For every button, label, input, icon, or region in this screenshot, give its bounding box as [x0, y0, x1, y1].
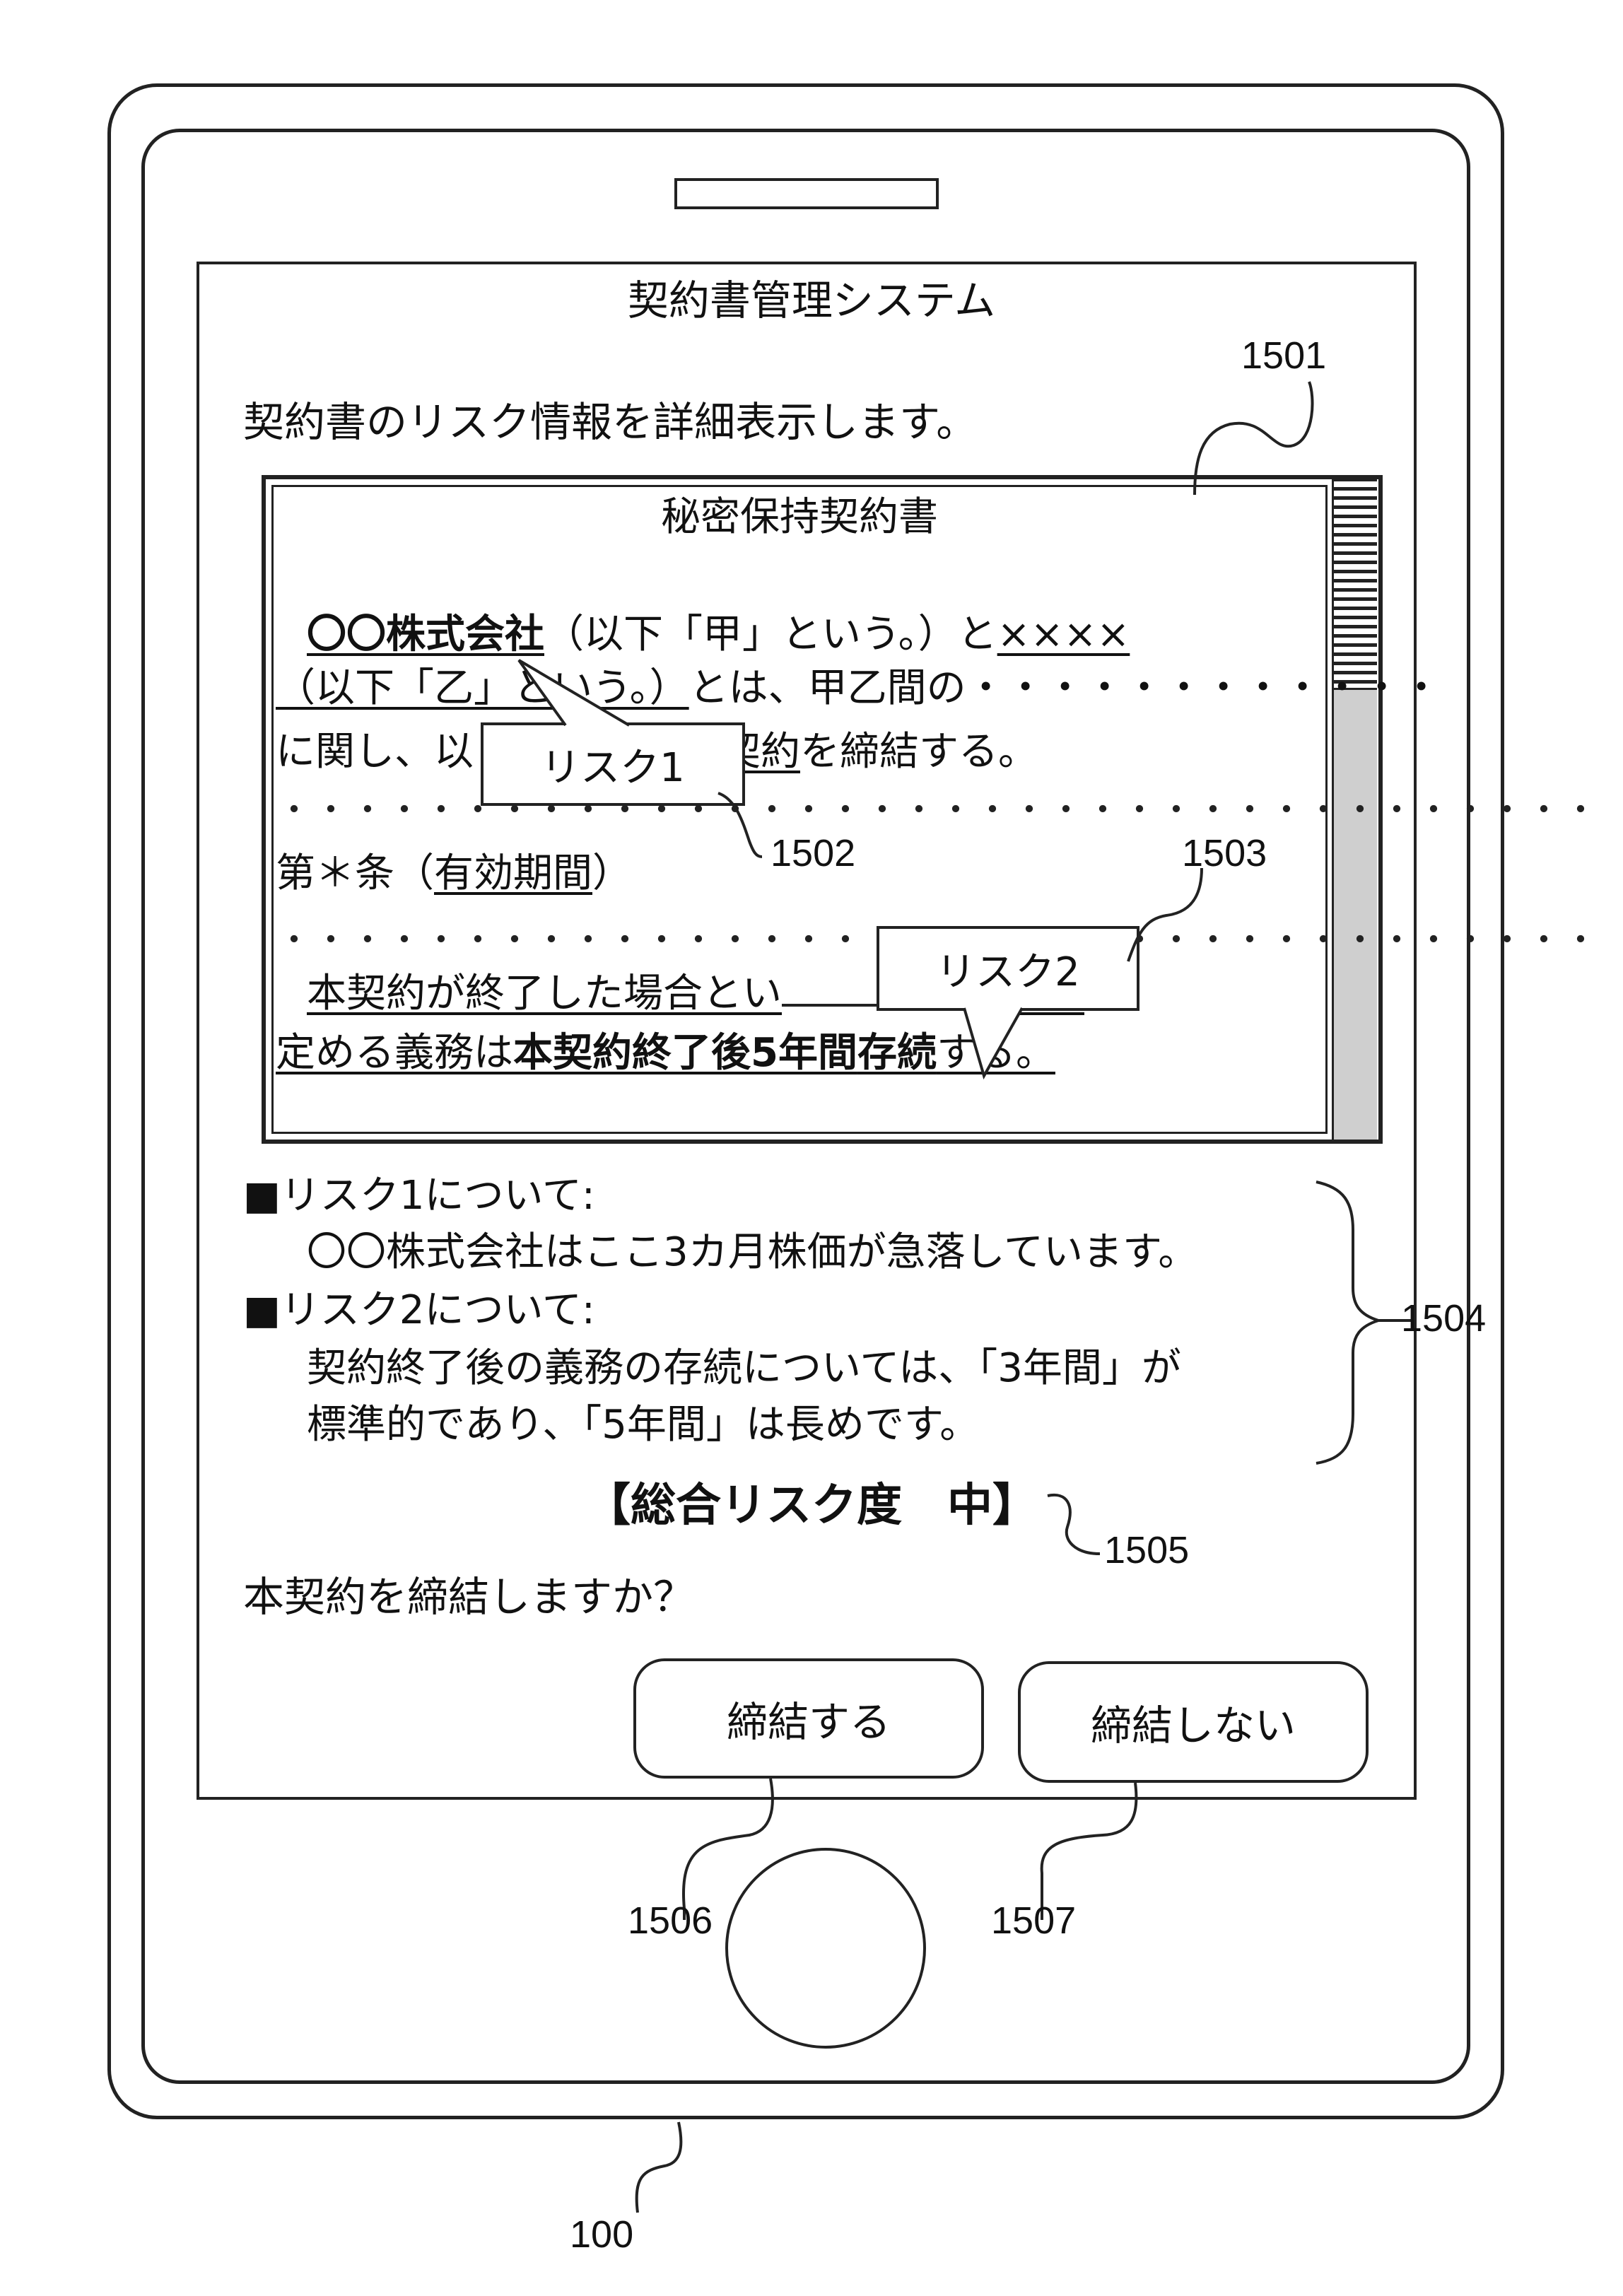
line5-survival: 存続 — [857, 1030, 937, 1076]
app-title: 契約書管理システム — [627, 276, 996, 324]
line4-text-a: 本契約が終了した場合とい — [307, 971, 782, 1017]
risk-1-detail: 〇〇株式会社はここ3カ月株価が急落しています。 — [307, 1229, 1198, 1275]
risk-2-detail-line-1: 契約終了後の義務の存続については、「3年間」が — [307, 1345, 1181, 1391]
line2-underlined: （以下「乙」という。） — [276, 665, 689, 711]
ref-1507: 1507 — [991, 1899, 1077, 1942]
decline-button[interactable]: 締結しない — [1018, 1661, 1369, 1783]
article-title: 有効期間 — [434, 850, 592, 896]
document-line-5: 定める義務は本契約終了後5年間存続する。 — [276, 1033, 1055, 1073]
ref-1501: 1501 — [1241, 334, 1327, 377]
line3-text-a: に関し、以 — [276, 729, 474, 775]
line3-text-b: を締結する。 — [800, 729, 1038, 775]
risk-2-detail-line-2: 標準的であり、「5年間」は長めです。 — [307, 1402, 980, 1448]
document-line-2: （以下「乙」という。）とは、甲乙間の・・・・・・・・・・・・ — [276, 669, 1441, 708]
overall-risk-level: 【総合リスク度 中】 — [585, 1480, 1038, 1532]
device-inner-frame — [141, 129, 1470, 2084]
page-subtitle: 契約書のリスク情報を詳細表示します。 — [243, 398, 978, 446]
ref-1505: 1505 — [1104, 1529, 1190, 1571]
risk-1-heading: ■リスク1について: — [243, 1173, 595, 1219]
device-outer-frame — [107, 83, 1504, 2119]
document-title: 秘密保持契約書 — [661, 494, 938, 540]
ref-1503: 1503 — [1182, 832, 1267, 874]
ref-1502: 1502 — [771, 832, 856, 874]
line5-duration[interactable]: 本契約終了後5年間 — [513, 1030, 857, 1076]
party-a-name[interactable]: 〇〇株式会社 — [307, 611, 544, 657]
ref-1506: 1506 — [628, 1899, 713, 1942]
conclude-question: 本契約を締結しますか？ — [243, 1573, 695, 1621]
document-line-1: 〇〇株式会社（以下「甲」という。）と×××× — [307, 615, 1130, 655]
scrollbar-thumb[interactable] — [1332, 478, 1377, 690]
line5-text-a: 定める義務は — [276, 1030, 513, 1076]
risk-2-callout[interactable]: リスク2 — [877, 926, 1139, 1011]
line1-text: （以下「甲」という。）と — [544, 611, 997, 657]
ref-1504: 1504 — [1401, 1297, 1487, 1340]
party-b-name: ×××× — [997, 611, 1130, 657]
conclude-button[interactable]: 締結する — [633, 1658, 984, 1779]
article-suffix: ） — [592, 850, 632, 896]
ref-100: 100 — [570, 2213, 634, 2256]
line2-rest: とは、甲乙間の・・・・・・・・・・・・ — [689, 665, 1441, 711]
article-prefix: 第＊条（ — [276, 850, 434, 896]
home-button[interactable] — [725, 1848, 926, 2049]
document-viewer[interactable] — [262, 475, 1383, 1144]
speaker-slot — [674, 178, 939, 209]
risk-2-heading: ■リスク2について: — [243, 1287, 595, 1333]
article-heading: 第＊条（有効期間） — [276, 854, 632, 894]
document-viewer-inner-border — [271, 485, 1328, 1134]
